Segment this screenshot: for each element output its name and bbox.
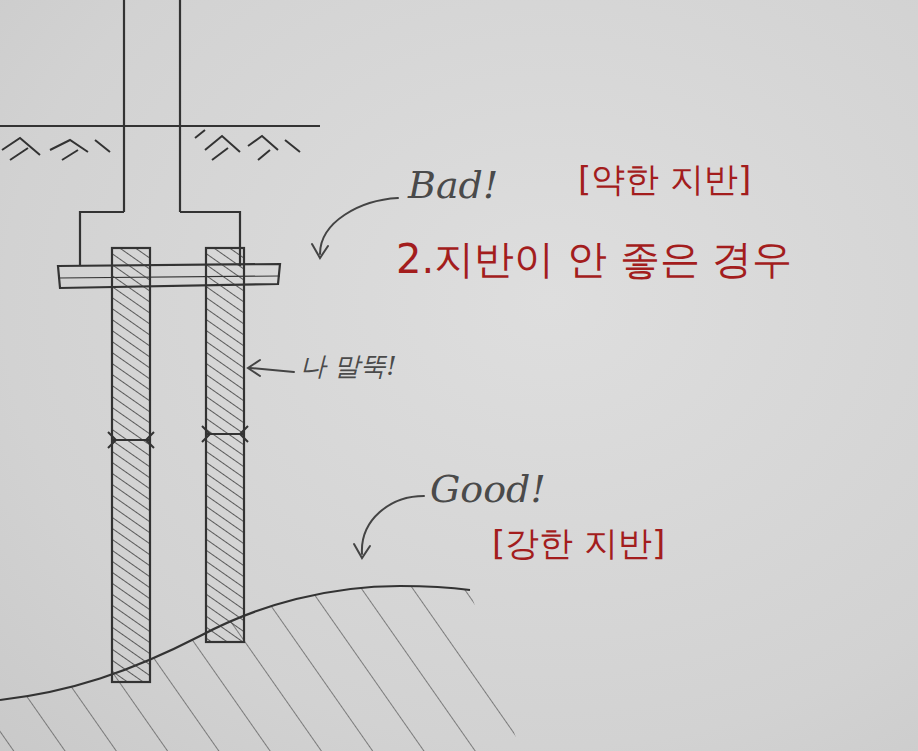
callout-text: Bad! bbox=[408, 164, 498, 208]
section-heading: 2.지반이 안 좋은 경우 bbox=[396, 236, 792, 282]
ground-label: [강한 지반] bbox=[492, 524, 665, 563]
strong-ground bbox=[0, 560, 560, 751]
piles bbox=[108, 248, 248, 682]
pile-label: 나 말뚝! bbox=[300, 352, 397, 382]
column bbox=[124, 0, 180, 212]
callout-text: Good! bbox=[430, 468, 546, 512]
ground-surface bbox=[0, 126, 320, 160]
pile-cap bbox=[58, 212, 280, 288]
ground-label: [약한 지반] bbox=[578, 160, 751, 199]
